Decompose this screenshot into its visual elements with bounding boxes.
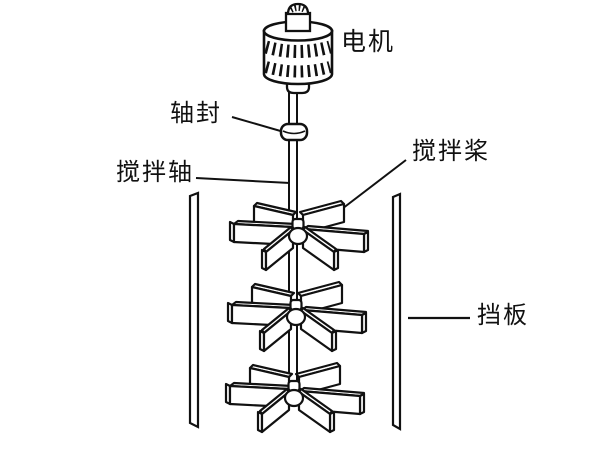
baffle-label: 挡板 <box>477 302 529 329</box>
stirring-paddle-label: 搅拌桨 <box>412 138 490 165</box>
motor-cap <box>286 2 310 16</box>
stirring-shaft-label: 搅拌轴 <box>116 159 194 186</box>
seal-leader-line <box>231 116 285 133</box>
impeller-top <box>228 199 370 272</box>
shaft-seal-label: 轴封 <box>170 100 222 127</box>
shaft-seal-illustration <box>279 122 309 142</box>
right-baffle <box>391 192 402 431</box>
shaft-leader-line <box>195 177 291 184</box>
left-baffle <box>188 191 200 429</box>
motor-illustration <box>262 2 334 95</box>
paddle-leader-line <box>337 159 407 213</box>
motor-label: 电机 <box>341 28 396 56</box>
